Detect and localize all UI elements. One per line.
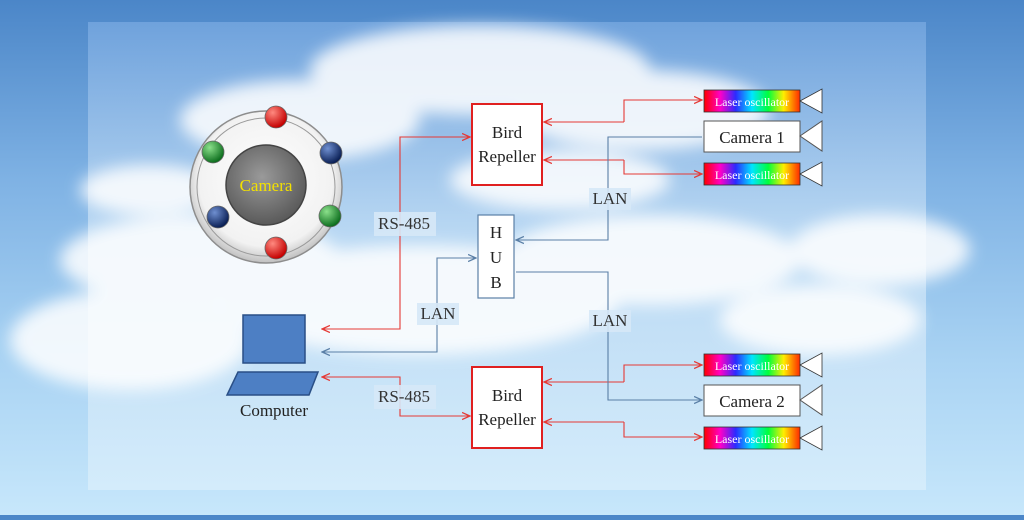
repeller-bottom-line1: Bird — [492, 386, 523, 405]
rs485-top-to-computer — [322, 240, 401, 329]
camera-dome: Camera — [189, 105, 343, 264]
lan-computer-to-hub — [436, 258, 476, 285]
label-lan-computer: LAN — [421, 304, 456, 323]
bird-repeller-bottom: Bird Repeller — [471, 366, 543, 449]
led-navy-left-bottom — [206, 205, 230, 229]
led-red-bottom — [264, 236, 288, 260]
repeller-top-line1: Bird — [492, 123, 523, 142]
laser-oscillator-2: Laser oscillator — [703, 161, 823, 187]
led-green-left-top — [201, 140, 225, 164]
camera-lens — [225, 144, 307, 226]
laser-oscillator-1: Laser oscillator — [703, 88, 823, 114]
computer-keyboard — [225, 371, 320, 396]
laser-1-label: Laser oscillator — [715, 95, 789, 109]
led-red-top — [264, 105, 288, 129]
camera-dome-label: Camera — [240, 176, 293, 195]
computer-label: Computer — [240, 401, 308, 420]
hub-box: H U B — [477, 214, 515, 299]
hub-letter-b: B — [490, 273, 501, 292]
rs485-top-to-repeller — [399, 137, 470, 240]
camera-2-label: Camera 2 — [719, 392, 785, 411]
label-rs485-top: RS-485 — [378, 214, 430, 233]
laser-2-label: Laser oscillator — [715, 168, 789, 182]
link-labels: RS-485 RS-485 LAN LAN LAN — [374, 188, 631, 409]
laser-oscillator-4: Laser oscillator — [703, 425, 823, 451]
repeller-bottom-line2: Repeller — [478, 410, 536, 429]
computer-monitor — [242, 314, 306, 364]
led-green-right-bottom — [318, 204, 342, 228]
camera-1-box: Camera 1 — [703, 120, 823, 153]
lan-hub-to-camera2 — [516, 271, 702, 400]
label-rs485-bottom: RS-485 — [378, 387, 430, 406]
computer-icon: Computer — [225, 314, 320, 420]
laser-3-label: Laser oscillator — [715, 359, 789, 373]
hub-letter-h: H — [490, 223, 502, 242]
camera-1-label: Camera 1 — [719, 128, 785, 147]
laser-links — [544, 100, 702, 437]
hub-letter-u: U — [490, 248, 502, 267]
repeller-top-line2: Repeller — [478, 147, 536, 166]
laser-4-label: Laser oscillator — [715, 432, 789, 446]
led-navy-right-top — [319, 141, 343, 165]
label-lan-bottom: LAN — [593, 311, 628, 330]
label-lan-top: LAN — [593, 189, 628, 208]
laser-oscillator-3: Laser oscillator — [703, 352, 823, 378]
bird-repeller-top: Bird Repeller — [471, 103, 543, 186]
camera-2-box: Camera 2 — [703, 384, 823, 417]
